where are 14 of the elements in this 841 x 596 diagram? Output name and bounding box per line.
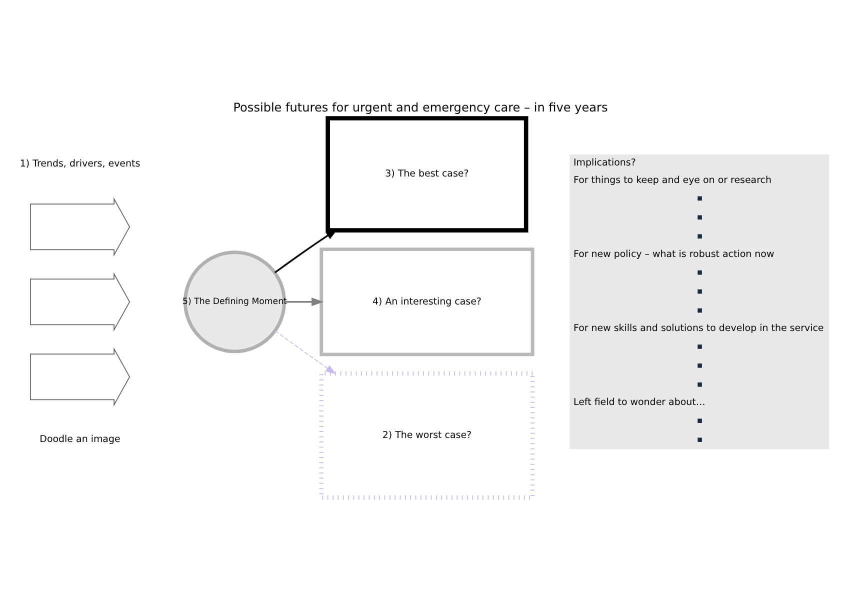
arrow <box>274 228 338 274</box>
diagram-title: Possible futures for urgent and emergency care – in five years <box>233 100 608 115</box>
arrow <box>284 298 324 306</box>
node-box: 2) The worst case? <box>319 371 535 500</box>
arrow <box>274 330 336 374</box>
node-circle: 5) The Defining Moment <box>183 250 286 354</box>
node-arrow <box>30 197 130 257</box>
node-box: 3) The best case? <box>326 116 528 232</box>
node-arrow <box>30 347 130 407</box>
node-arrow <box>30 272 130 332</box>
label: 1) Trends, drivers, events <box>20 158 140 170</box>
label: Doodle an image <box>40 434 120 446</box>
node-box: 4) An interesting case? <box>320 248 534 356</box>
node-box: Implications? For things to keep and eye on or research For new policy – what is robust action now For new skills and solutions to develop in the service Left field to wonder about… <box>570 154 830 450</box>
